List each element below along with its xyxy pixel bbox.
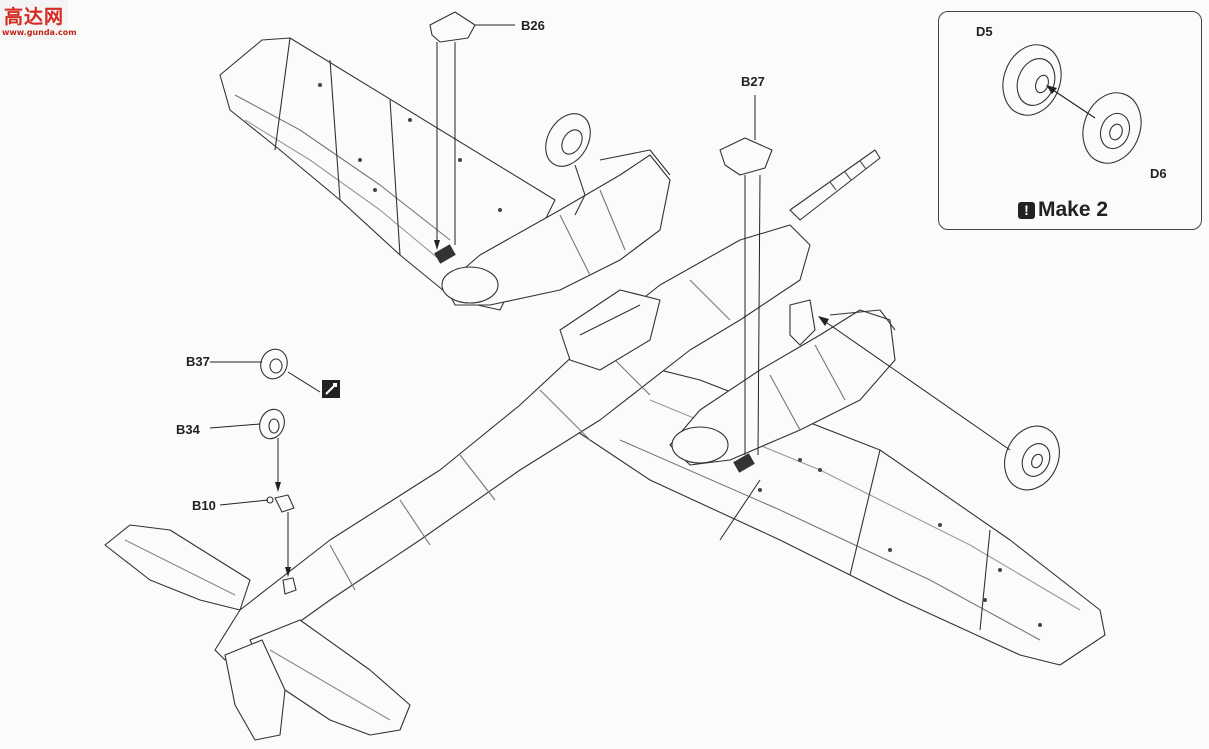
label-d6: D6 [1150, 166, 1167, 181]
label-b10: B10 [192, 498, 216, 513]
label-b26: B26 [521, 18, 545, 33]
site-logo: 高达网 www.gunda.com [0, 0, 77, 40]
part-b26 [429, 11, 476, 43]
part-d6 [1082, 92, 1142, 164]
upper-engine-nacelle [444, 154, 671, 306]
site-logo-text: 高达网 [4, 6, 65, 28]
upper-mounted-wheel [545, 113, 591, 167]
loose-main-wheel [1004, 425, 1060, 491]
warning-icon: ! [1018, 201, 1035, 219]
right-stabilizer [249, 619, 411, 736]
label-b37: B37 [186, 354, 210, 369]
part-b10 [274, 494, 295, 513]
make-quantity-text: Make 2 [1038, 198, 1109, 221]
site-logo-url: www.gunda.com [2, 28, 77, 37]
left-stabilizer [104, 524, 251, 611]
part-b37 [260, 348, 288, 380]
fuselage [214, 224, 811, 661]
glue-symbol-icon [322, 380, 340, 398]
lower-engine-nacelle [669, 309, 896, 466]
canopy [559, 289, 661, 371]
label-b34: B34 [176, 422, 200, 437]
make-quantity-note: ! Make 2 [1018, 198, 1108, 222]
vertical-tail [224, 639, 286, 741]
part-d5 [1002, 44, 1062, 116]
part-b34 [259, 408, 285, 440]
wheel-subassembly-inset [938, 11, 1202, 230]
label-d5: D5 [976, 24, 993, 39]
label-b27: B27 [741, 74, 765, 89]
gun-barrel [789, 149, 881, 221]
part-b27 [719, 137, 773, 176]
